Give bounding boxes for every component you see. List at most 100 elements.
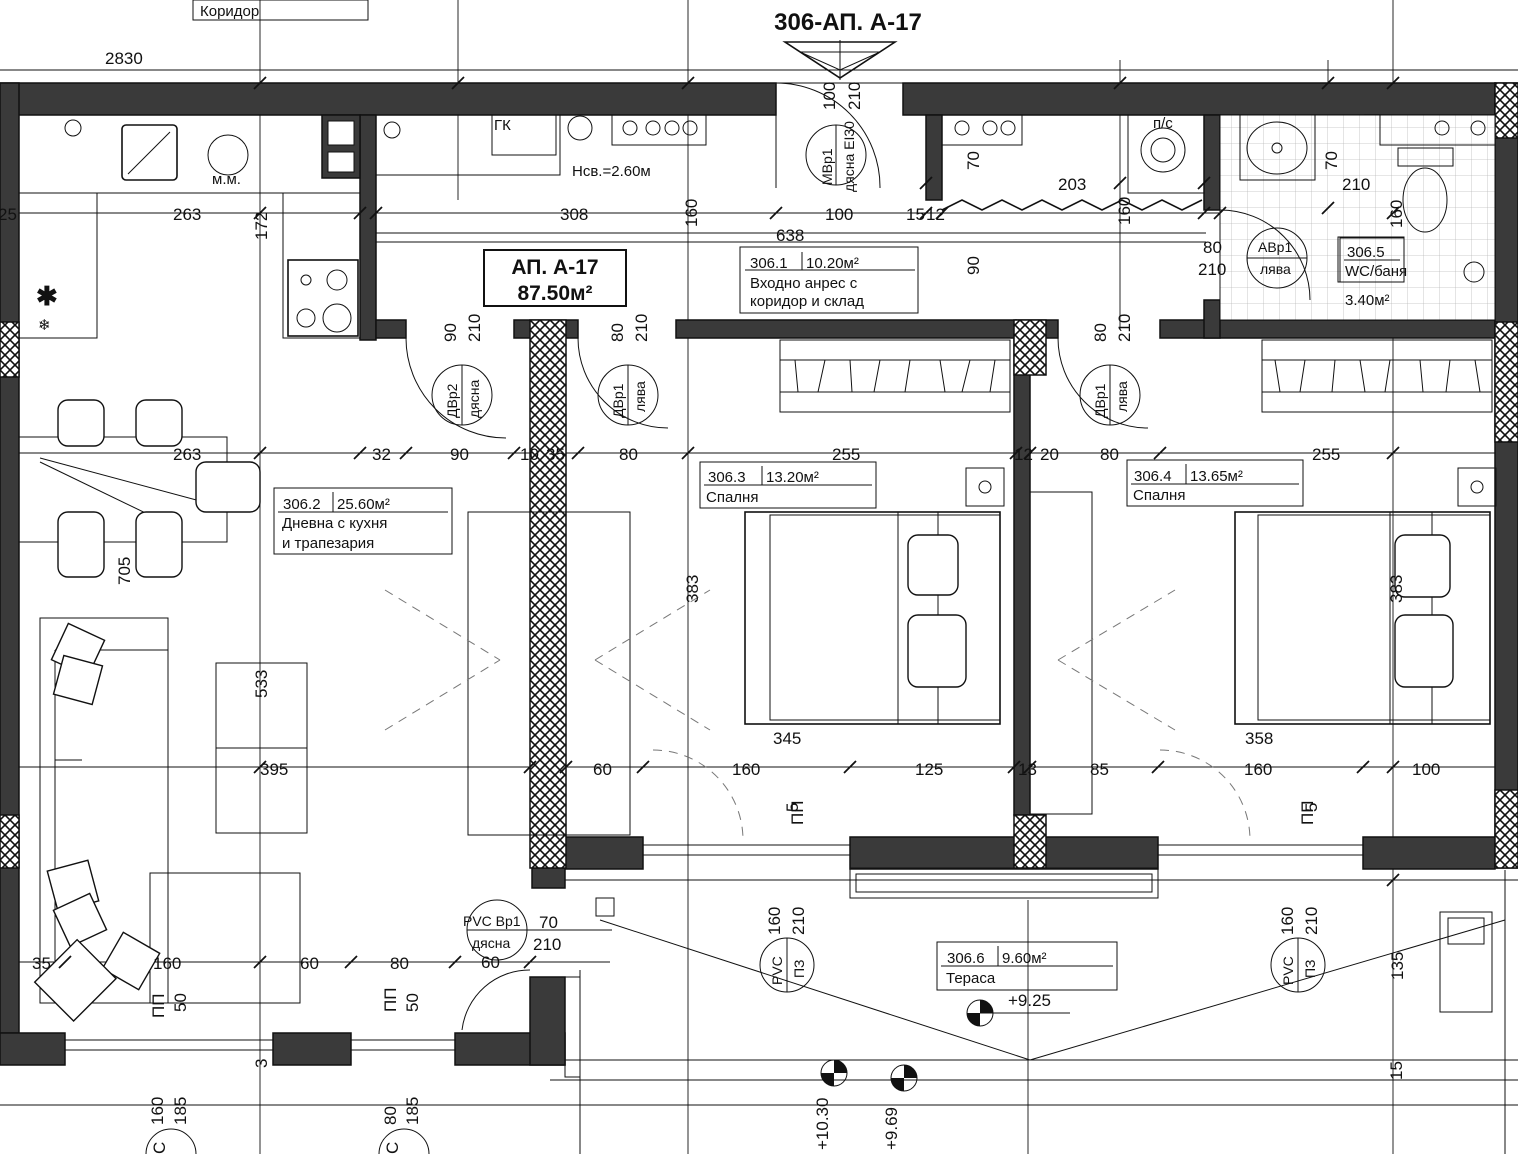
svg-text:160: 160 bbox=[1244, 760, 1272, 779]
svg-text:60: 60 bbox=[593, 760, 612, 779]
apartment-area: 87.50м² bbox=[517, 282, 592, 305]
door-tag-avr1: АВр1 лява 80 210 bbox=[1198, 227, 1308, 289]
door-tag-pvc-pz-a: PVC ПЗ 160 210 bbox=[759, 907, 815, 993]
svg-text:Входно анрес с: Входно анрес с bbox=[750, 275, 858, 292]
svg-text:35: 35 bbox=[546, 445, 565, 464]
dimension-tick bbox=[1356, 760, 1370, 774]
svg-text:80: 80 bbox=[381, 1106, 400, 1125]
svg-text:32: 32 bbox=[372, 445, 391, 464]
washbasin-icon bbox=[1239, 114, 1316, 181]
dash-diagonals bbox=[384, 589, 1506, 1061]
svg-text:80: 80 bbox=[608, 323, 627, 342]
dimension-tick bbox=[399, 446, 413, 460]
dimension-tick bbox=[1213, 206, 1227, 220]
svg-text:ПЗ: ПЗ bbox=[791, 959, 807, 978]
dimension-tick bbox=[935, 206, 949, 220]
svg-text:PVC: PVC bbox=[769, 956, 785, 985]
svg-text:ДВр1: ДВр1 bbox=[610, 383, 626, 418]
svg-text:25: 25 bbox=[0, 205, 17, 224]
svg-text:160: 160 bbox=[148, 1097, 167, 1125]
levels: +9.25 +10.30 +9.69 bbox=[813, 991, 1070, 1150]
svg-text:15: 15 bbox=[906, 205, 925, 224]
svg-text:ДВр1: ДВр1 bbox=[1092, 383, 1108, 418]
washing-machine-icon bbox=[207, 134, 249, 176]
corridor: ГК Нсв.=2.60м п/с bbox=[375, 114, 1206, 243]
living bbox=[33, 617, 308, 1023]
svg-text:+9.25: +9.25 bbox=[1008, 991, 1051, 1010]
svg-text:5: 5 bbox=[783, 803, 802, 812]
svg-text:дясна: дясна bbox=[472, 935, 510, 951]
svg-text:50: 50 bbox=[403, 993, 422, 1012]
svg-text:WC/баня: WC/баня bbox=[1345, 263, 1407, 280]
dining bbox=[18, 399, 261, 578]
svg-text:C: C bbox=[383, 1142, 402, 1154]
dimension-tick bbox=[353, 206, 367, 220]
svg-text:306.3: 306.3 bbox=[708, 469, 746, 486]
beds bbox=[744, 467, 1497, 725]
svg-text:90: 90 bbox=[441, 323, 460, 342]
svg-text:210: 210 bbox=[1198, 260, 1226, 279]
svg-text:80: 80 bbox=[619, 445, 638, 464]
svg-text:358: 358 bbox=[1245, 729, 1273, 748]
svg-text:коридор и склад: коридор и склад bbox=[750, 293, 864, 310]
dimension-tick bbox=[1386, 873, 1400, 887]
window-tags: ПП 5 ПП 5 5 5 ПП 50 ПП 50 160 185 80 185… bbox=[145, 801, 1321, 1154]
dimension-tick bbox=[253, 446, 267, 460]
svg-text:12: 12 bbox=[926, 205, 945, 224]
room-306-4: 306.4 13.65м² Спалня bbox=[1126, 459, 1304, 507]
svg-text:90: 90 bbox=[450, 445, 469, 464]
svg-text:ДВр2: ДВр2 bbox=[444, 383, 460, 418]
svg-text:80: 80 bbox=[1091, 323, 1110, 342]
svg-text:20: 20 bbox=[1040, 445, 1059, 464]
room-306-1: 306.1 10.20м² Входно анрес с коридор и с… bbox=[739, 246, 919, 314]
dimension-tick bbox=[681, 446, 695, 460]
dimension-tick bbox=[1153, 446, 1167, 460]
svg-text:90: 90 bbox=[964, 256, 983, 275]
svg-text:160: 160 bbox=[1278, 907, 1297, 935]
svg-text:306.1: 306.1 bbox=[750, 255, 788, 272]
dim-2830: 2830 bbox=[105, 49, 143, 68]
toilet-icon bbox=[1402, 167, 1448, 233]
svg-text:395: 395 bbox=[260, 760, 288, 779]
room-labels: АП. А-17 87.50м² 306.1 10.20м² Входно ан… bbox=[273, 237, 1407, 991]
svg-text:160: 160 bbox=[153, 954, 181, 973]
svg-text:МВр1: МВр1 bbox=[819, 148, 835, 185]
dimension-tick bbox=[1009, 446, 1023, 460]
door-tag-dvr1a: ДВр1 лява 80 210 bbox=[597, 314, 659, 426]
dimension-tick bbox=[559, 760, 573, 774]
dimension-tick bbox=[1321, 76, 1335, 90]
svg-text:Тераса: Тераса bbox=[946, 970, 996, 987]
shower-icon bbox=[1463, 261, 1485, 283]
dimension-tick bbox=[1386, 760, 1400, 774]
dimension-tick bbox=[253, 760, 267, 774]
svg-text:60: 60 bbox=[481, 953, 500, 972]
svg-text:210: 210 bbox=[1342, 175, 1370, 194]
dimension-tick bbox=[1023, 446, 1037, 460]
svg-text:13.65м²: 13.65м² bbox=[1190, 468, 1243, 485]
svg-text:80: 80 bbox=[1100, 445, 1119, 464]
dimension-tick bbox=[1386, 76, 1400, 90]
dimension-tick bbox=[1113, 176, 1127, 190]
svg-text:160: 160 bbox=[732, 760, 760, 779]
svg-text:15: 15 bbox=[1387, 1061, 1406, 1080]
svg-text:210: 210 bbox=[1115, 314, 1134, 342]
dimension-tick bbox=[1197, 176, 1211, 190]
svg-text:ПП: ПП bbox=[788, 801, 807, 825]
svg-text:3: 3 bbox=[252, 1059, 271, 1068]
bathroom bbox=[1219, 114, 1496, 321]
walls bbox=[0, 82, 1518, 1066]
svg-text:263: 263 bbox=[173, 205, 201, 224]
svg-text:12: 12 bbox=[1014, 445, 1033, 464]
dimension-tick bbox=[919, 206, 933, 220]
dimension-tick bbox=[253, 955, 267, 969]
svg-text:ПП: ПП bbox=[381, 988, 400, 1012]
svg-text:❄: ❄ bbox=[38, 317, 51, 334]
dimension-tick bbox=[681, 76, 695, 90]
svg-text:5: 5 bbox=[1302, 803, 1321, 812]
svg-text:306.6: 306.6 bbox=[947, 950, 985, 967]
svg-text:705: 705 bbox=[115, 557, 134, 585]
dimension-tick bbox=[769, 206, 783, 220]
fridge-icon: ✱ bbox=[36, 281, 58, 311]
svg-text:Спалня: Спалня bbox=[1133, 487, 1185, 504]
svg-text:306.4: 306.4 bbox=[1134, 468, 1172, 485]
